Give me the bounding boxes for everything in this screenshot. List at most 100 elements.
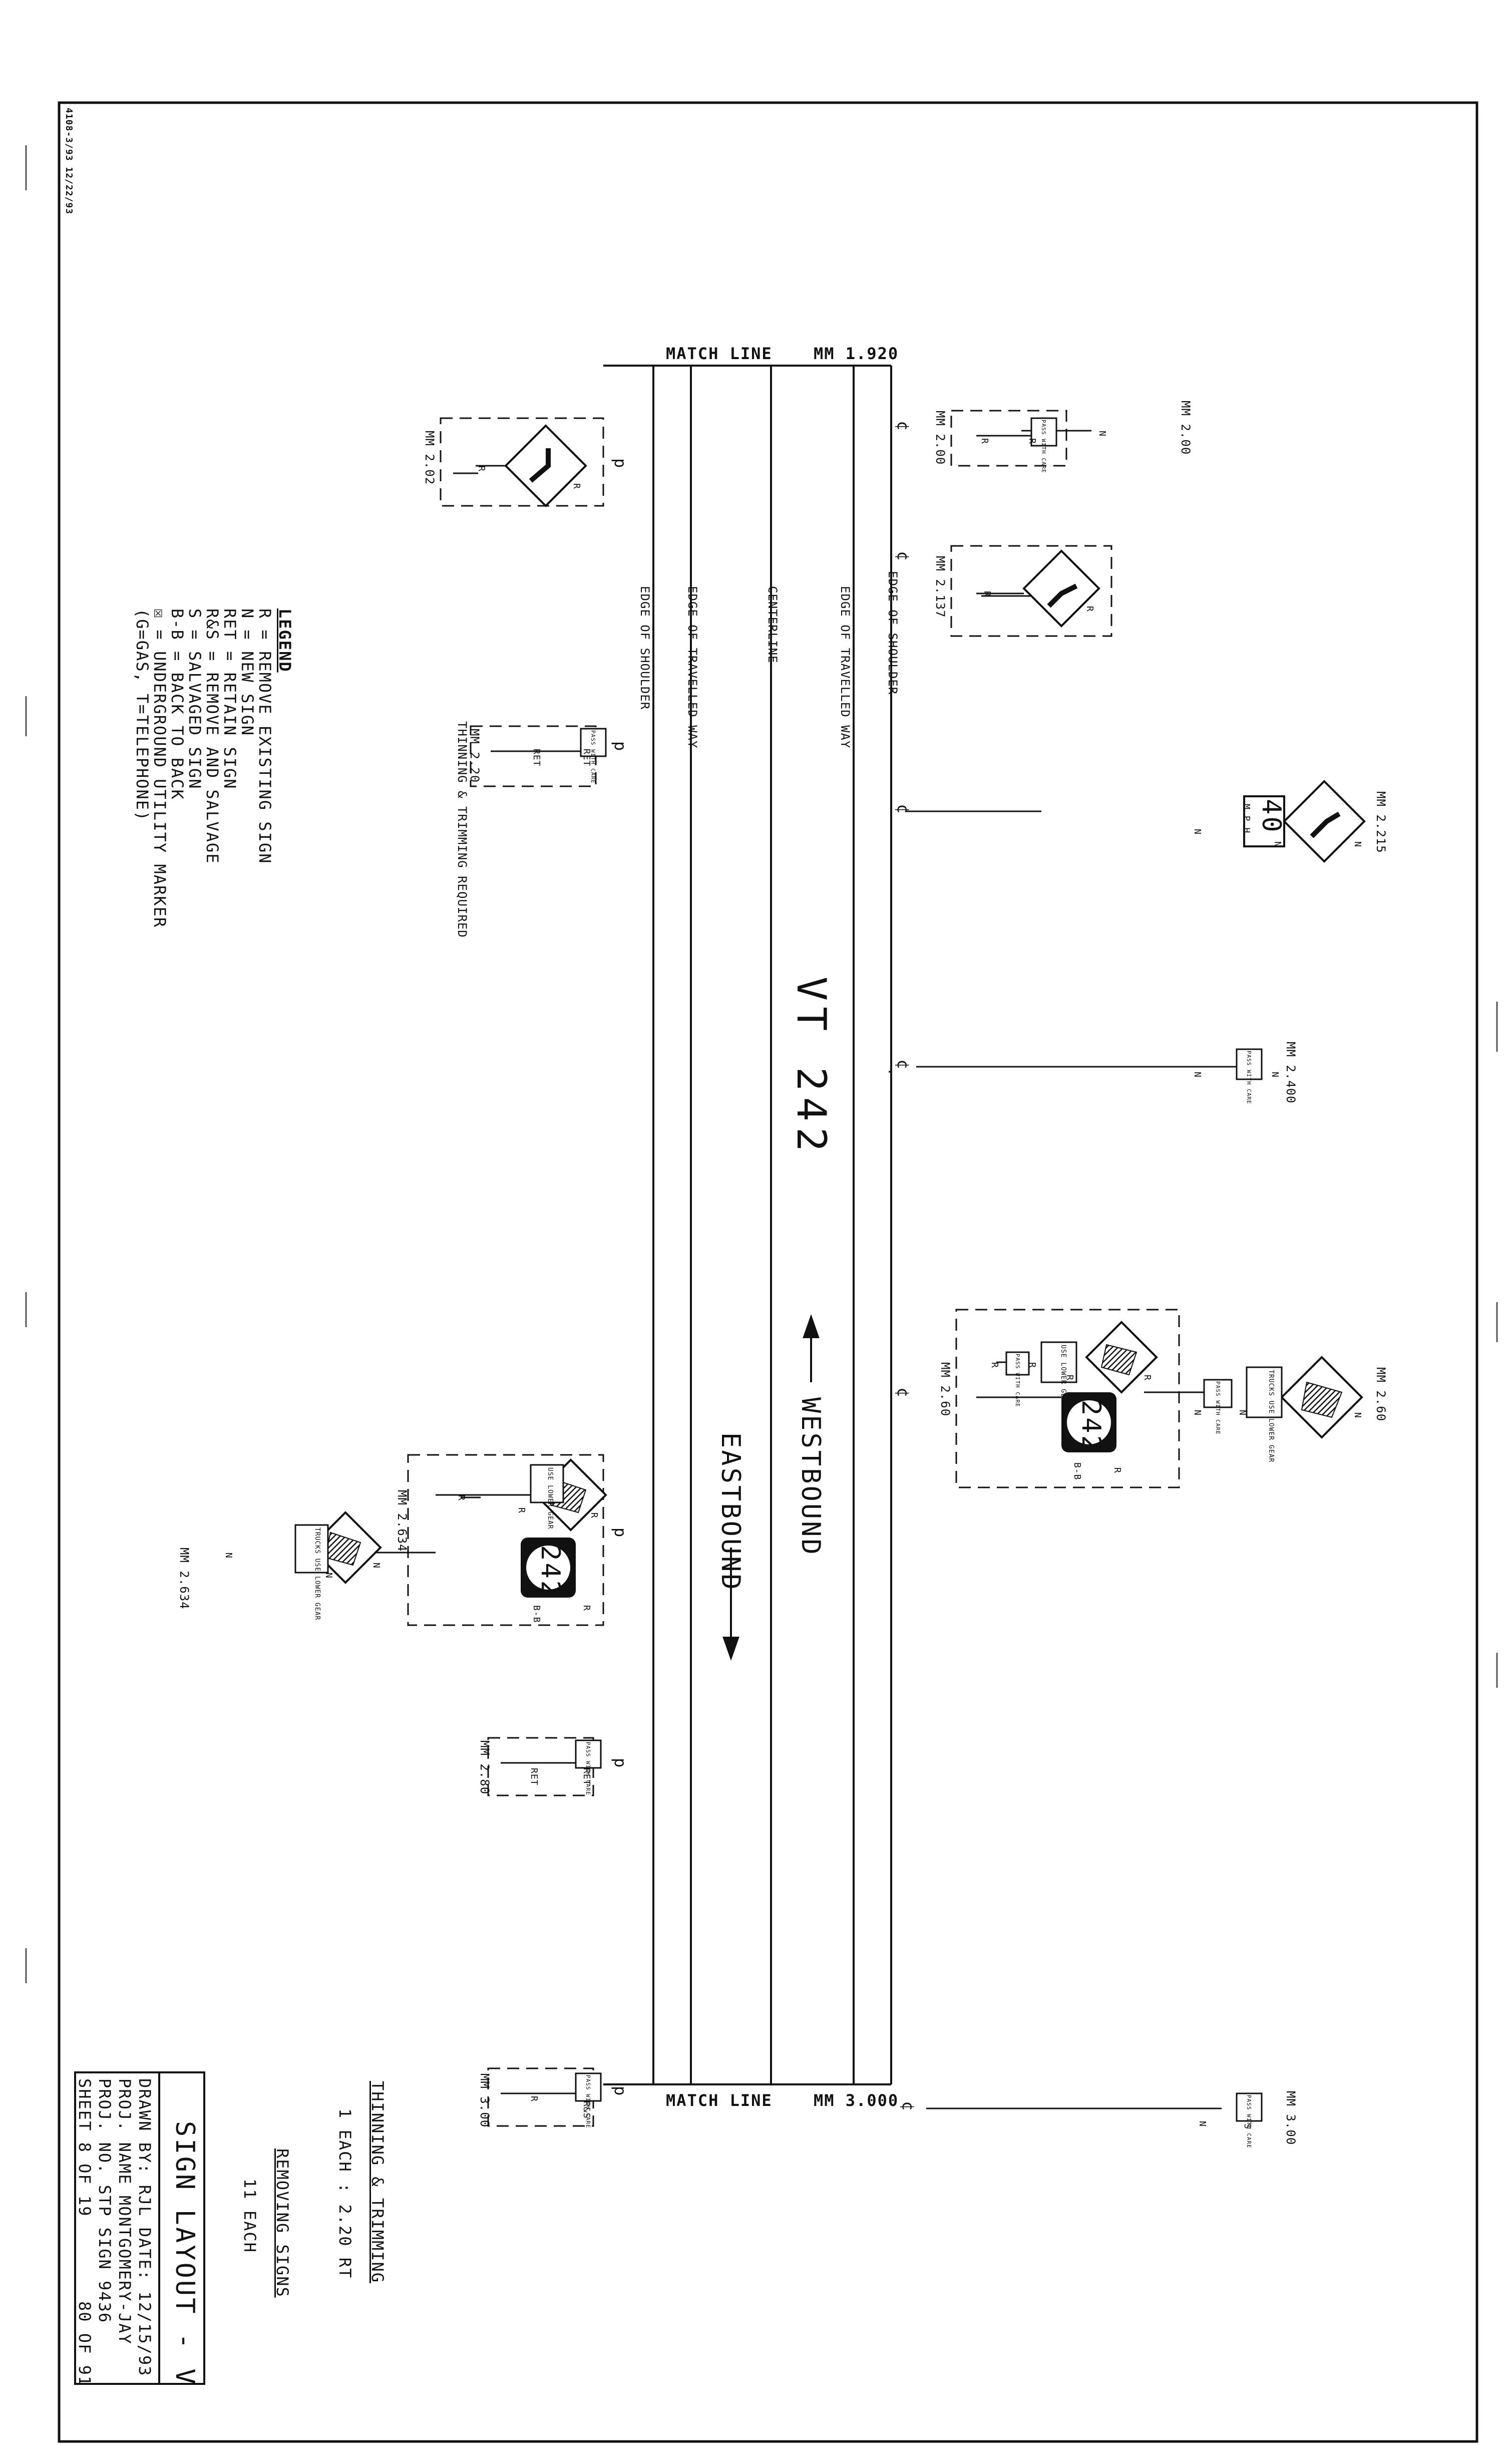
sign-text-ulg-1: USE LOWER GEAR (1059, 1345, 1067, 1407)
mm-2634-south: MM 2.634 (177, 1548, 191, 1610)
match-line-top-label: MATCH LINE (666, 344, 773, 363)
code-n-9: N (1192, 1410, 1203, 1416)
mm-260-north: MM 2.60 (1374, 1367, 1388, 1422)
route-shield-2: 242 (535, 1545, 565, 1598)
title-block-frame (74, 2071, 205, 2385)
code-n-11: N (323, 1573, 334, 1579)
code-bb-2: B-B (531, 1605, 542, 1623)
match-line-bottom-mm: MM 3.000 (814, 2091, 899, 2110)
pl-symbol-4: p (611, 1758, 630, 1769)
legend-item-bb: B-B = BACK TO BACK (168, 608, 187, 800)
code-n-5: N (1270, 1072, 1280, 1078)
mm-300-box: MM 3.00 (478, 2073, 492, 2128)
code-bb-1: B-B (1072, 1462, 1082, 1480)
edge-of-shoulder-south-label: EDGE OF SHOULDER (638, 586, 652, 710)
pl-symbol-1: p (611, 458, 630, 469)
cl-symbol-3: ¢ (894, 804, 913, 815)
mm-200-north: MM 2.00 (1179, 401, 1193, 455)
speed-value: 40 (1256, 799, 1286, 834)
code-n-13: N (1197, 2121, 1208, 2127)
binder-marks (25, 145, 1498, 1983)
legend-item-r: R = REMOVE EXISTING SIGN (255, 608, 274, 864)
code-n-1: N (1097, 431, 1107, 437)
legend-item-n: N = NEW SIGN (238, 608, 257, 737)
code-n-2: N (1352, 841, 1363, 847)
header-stamp: 4108-3/93 12/22/93 (64, 108, 74, 215)
cl-symbol-5: ¢ (894, 1387, 913, 1398)
code-r-16: R (529, 2096, 539, 2102)
mm-300-north: MM 3.00 (1284, 2091, 1298, 2146)
code-r-14: R (456, 1495, 467, 1501)
eastbound-label: EASTBOUND (715, 1432, 745, 1592)
pl-symbol-5: p (611, 2086, 630, 2097)
post-lines (436, 435, 1061, 2094)
pl-symbol-3: p (611, 1527, 630, 1539)
mm-260-box: MM 2.60 (938, 1362, 952, 1417)
code-n-8: N (1237, 1410, 1248, 1416)
edge-of-travelled-way-north-label: EDGE OF TRAVELLED WAY (838, 586, 852, 749)
code-n-10: N (371, 1563, 382, 1569)
cl-symbol-6: ¢ (899, 2101, 918, 2112)
code-r-1: R (1027, 438, 1037, 444)
code-r-7: R (1142, 1375, 1153, 1381)
speed-unit: M.P.H. (1241, 804, 1252, 840)
edge-of-travelled-way-south-label: EDGE OF TRAVELLED WAY (685, 586, 699, 749)
code-r-3: R (571, 483, 582, 489)
legend-item-s: S = SALVAGED SIGN (185, 608, 204, 790)
title-block-proj-name: PROJ. NAME MONTGOMERY-JAY (115, 2078, 134, 2345)
curve-sign-mm2137 (1022, 549, 1100, 628)
quantity-thinning-title: THINNING & TRIMMING (368, 2081, 387, 2284)
code-r-12: R (589, 1512, 599, 1518)
hill-glyphs (324, 1344, 1343, 1566)
mm-2137: MM 2.137 (933, 556, 947, 618)
roadway (603, 365, 892, 2085)
sign-text-pwc-5: PASS WITH CARE (1014, 1354, 1021, 1407)
mm-200-box: MM 2.00 (933, 411, 947, 465)
sign-text-pwc-7: PASS WITH CARE (585, 2075, 591, 2128)
title-block-sheet: SHEET 8 OF 19 (75, 2078, 94, 2217)
code-r-5: R (1084, 606, 1095, 612)
mm-202: MM 2.02 (423, 431, 437, 485)
sign-text-pwc-8: PASS WITH CARE (1246, 2095, 1252, 2149)
pl-symbol-2: p (611, 741, 630, 752)
sign-text-pwc-2: PASS WITH CARE (590, 730, 596, 784)
quantity-removing-value: 11 EACH (240, 2179, 259, 2253)
quantity-thinning-value: 1 EACH : 2.20 RT (335, 2108, 354, 2279)
code-r-15: R (581, 1605, 592, 1611)
mm-2400: MM 2.400 (1284, 1042, 1298, 1104)
cl-symbol-4: ¢ (894, 1059, 913, 1070)
legend-item-rs: R&S = REMOVE AND SALVAGE (203, 608, 222, 864)
quantity-removing-title: REMOVING SIGNS (273, 2149, 292, 2298)
sheet-border (58, 101, 1478, 2443)
code-n-4: N (1192, 829, 1203, 835)
mm-280: MM 2.80 (478, 1740, 492, 1795)
sign-text-pwc-4: PASS WITH CARE (1215, 1381, 1221, 1435)
thinning-note: THINNING & TRIMMING REQUIRED (455, 721, 469, 938)
route-shields (521, 1392, 1116, 1598)
code-ret-4: RET (529, 1768, 539, 1786)
legend-item-utility: ☒ = UNDERGROUND UTILITY MARKER (150, 608, 169, 928)
legend-item-utility-note: (G=GAS, T=TELEPHONE) (133, 608, 152, 822)
title-block-title: SIGN LAYOUT - V (170, 2121, 200, 2386)
code-r-11: R (1112, 1467, 1122, 1473)
dashed-boxes (407, 410, 1180, 2127)
title-block-proj-no: PROJ. NO. STP SIGN 9436 (95, 2078, 114, 2324)
code-n-12: N (223, 1553, 234, 1559)
mm-2634-box: MM 2.634 (395, 1490, 409, 1552)
match-line-top-mm: MM 1.920 (814, 344, 899, 363)
sign-text-pwc-1: PASS WITH CARE (1040, 420, 1047, 473)
mm-2215: MM 2.215 (1374, 791, 1388, 853)
westbound-label: WESTBOUND (796, 1397, 826, 1557)
code-n-7: N (1352, 1412, 1363, 1418)
cl-symbol-1: ¢ (894, 421, 913, 432)
curve-arrows (529, 448, 1341, 838)
code-r-4: R (476, 466, 487, 472)
code-r-9: R (1027, 1362, 1037, 1368)
cl-symbol-2: ¢ (894, 551, 913, 562)
panel-signs (294, 417, 1283, 2122)
speed-plaque (1243, 795, 1285, 847)
edge-of-shoulder-north-label: EDGE OF SHOULDER (886, 571, 900, 695)
code-r-10: R (989, 1362, 1000, 1368)
sign-text-pwc-6: PASS WITH CARE (585, 1742, 591, 1795)
